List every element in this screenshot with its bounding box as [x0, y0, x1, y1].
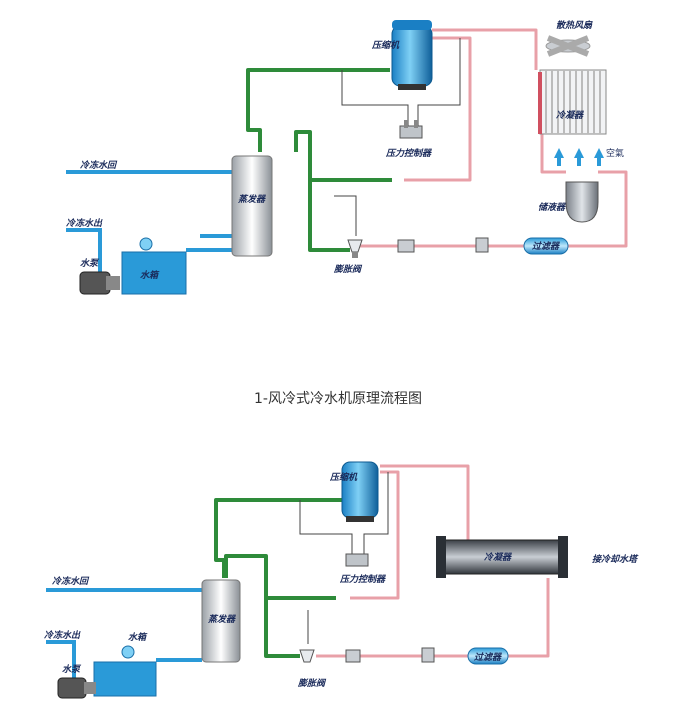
- control-wire: [299, 500, 353, 560]
- water-tank: [93, 645, 157, 697]
- filter: [467, 647, 509, 665]
- hot-gas-line: [380, 464, 470, 542]
- receiver: [565, 181, 599, 223]
- condenser-label: 冷凝器: [556, 110, 584, 121]
- chilled-out-label: 冷冻水出: [66, 218, 103, 229]
- pressure-controller-label: 压力控制器: [385, 148, 432, 159]
- tank-label: 水箱: [140, 270, 160, 281]
- control-wire: [341, 70, 409, 130]
- filter-label: 过滤器: [474, 652, 502, 663]
- evaporator-label: 蒸发器: [238, 194, 266, 205]
- receiver-label: 储液器: [538, 202, 566, 213]
- evaporator: [201, 579, 241, 663]
- suction-line: [246, 68, 390, 152]
- evaporator-label: 蒸发器: [208, 614, 236, 625]
- hot-gas-line: [432, 28, 538, 70]
- fan-icon: [545, 35, 591, 57]
- pump-label: 水泵: [62, 664, 82, 675]
- air-label: 空氣: [606, 147, 624, 159]
- chilled-return-label: 冷冻水回: [80, 160, 118, 171]
- air-arrow-icon: [554, 148, 604, 166]
- cooling-tower-label: 接冷却水塔: [592, 554, 639, 565]
- diagram-1: 压缩机 压力控制器 散热风扇 冷凝器: [66, 20, 628, 295]
- discharge-line-2: [350, 470, 400, 600]
- control-wire-3: [334, 195, 357, 236]
- control-wire-2: [363, 472, 389, 560]
- expansion-valve: [299, 649, 315, 663]
- expansion-valve: [347, 239, 363, 258]
- chilled-out-line: [46, 640, 76, 680]
- condenser-to-receiver-line: [540, 132, 566, 174]
- water-tank: [121, 237, 187, 295]
- suction-line: [214, 498, 344, 578]
- condenser-label: 冷凝器: [484, 552, 512, 563]
- chilled-return-label: 冷冻水回: [52, 576, 90, 587]
- condenser-shell: [436, 536, 568, 578]
- discharge-line-2: [404, 36, 472, 182]
- tank-label: 水箱: [128, 632, 148, 643]
- sight-glass: [345, 649, 361, 663]
- pump-label: 水泵: [80, 258, 100, 269]
- expansion-valve-label: 膨胀阀: [297, 678, 327, 689]
- pressure-controller: [345, 553, 369, 567]
- compressor-label: 压缩机: [371, 40, 400, 51]
- compressor: [341, 461, 379, 522]
- evaporator-outlet-line: [224, 554, 300, 658]
- evaporator: [231, 155, 273, 257]
- condenser-to-filter-line: [506, 578, 550, 658]
- diagram-caption: 1-风冷式冷水机原理流程图: [254, 391, 422, 407]
- compressor-label: 压缩机: [329, 472, 358, 483]
- filter-label: 过滤器: [532, 241, 560, 252]
- solenoid-valve: [475, 237, 489, 253]
- expansion-valve-label: 膨胀阀: [333, 264, 363, 275]
- evaporator-outlet-line: [294, 130, 350, 252]
- diagram-2: 压缩机 压力控制器 冷凝器 接冷却水塔 过滤器 膨胀阀 蒸发器: [44, 461, 639, 699]
- pressure-controller: [399, 120, 423, 139]
- sight-glass: [397, 239, 415, 253]
- pressure-controller-label: 压力控制器: [339, 574, 386, 585]
- receiver-to-filter-line: [566, 170, 628, 248]
- solenoid-valve: [421, 647, 435, 663]
- filter: [523, 237, 569, 255]
- pump: [79, 271, 120, 295]
- compressor: [391, 20, 433, 90]
- condenser-coil: [538, 69, 607, 135]
- chilled-out-label: 冷冻水出: [44, 630, 81, 641]
- control-wire-2: [417, 38, 461, 130]
- pump: [57, 677, 96, 699]
- fan-label: 散热风扇: [556, 20, 593, 31]
- chilled-out-line: [66, 228, 102, 272]
